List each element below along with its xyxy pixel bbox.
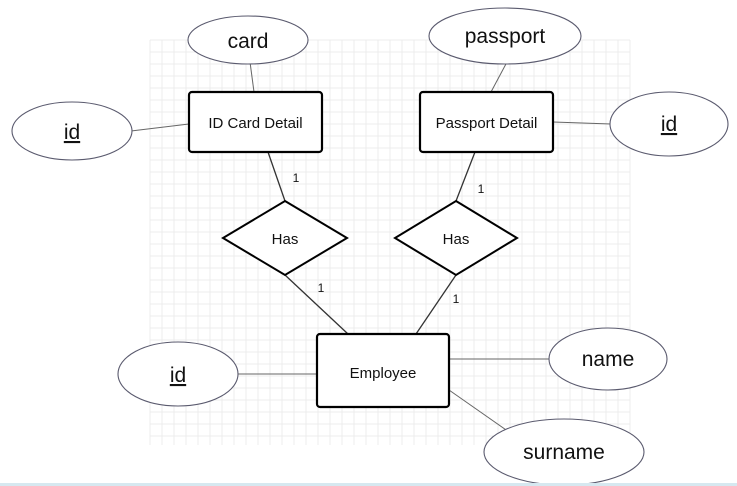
edge-has-to-employee-right xyxy=(415,274,457,335)
attribute-name[interactable] xyxy=(548,327,668,391)
attribute-idcard-id-label: id xyxy=(64,121,80,144)
attribute-card-label: card xyxy=(228,30,269,53)
attribute-employee-id[interactable] xyxy=(117,341,239,407)
entity-passport-detail[interactable] xyxy=(418,90,555,154)
attribute-passport-id-label: id xyxy=(661,113,677,136)
relationship-has-passport-label: Has xyxy=(443,231,470,248)
attribute-idcard-id[interactable] xyxy=(11,101,133,161)
cardinality-has-employee-right: 1 xyxy=(453,292,460,306)
bottom-border-strip xyxy=(0,483,737,486)
cardinality-idcard-has: 1 xyxy=(293,171,300,185)
attribute-employee-id-label: id xyxy=(170,364,186,387)
edge-card-to-idcard xyxy=(249,61,255,93)
edge-passport-to-passportdetail xyxy=(490,61,508,93)
attribute-passport-label: passport xyxy=(465,25,546,48)
attribute-card[interactable] xyxy=(187,15,309,65)
entity-id-card-detail[interactable] xyxy=(187,90,324,154)
attribute-passport-id[interactable] xyxy=(609,91,729,157)
entity-id-card-detail-label: ID Card Detail xyxy=(208,115,302,132)
entity-passport-detail-label: Passport Detail xyxy=(436,115,538,132)
attribute-name-label: name xyxy=(582,348,635,371)
edge-passport-to-has xyxy=(455,151,476,202)
attribute-passport[interactable] xyxy=(428,7,582,65)
edge-idcard-to-has xyxy=(267,151,286,202)
relationship-has-id-card[interactable] xyxy=(221,199,349,277)
relationship-has-id-card-label: Has xyxy=(272,231,299,248)
entity-employee-label: Employee xyxy=(350,365,417,382)
cardinality-passport-has: 1 xyxy=(478,182,485,196)
edge-surname-to-employee xyxy=(448,389,510,433)
edge-passport-id-to-passportdetail xyxy=(552,121,612,125)
attribute-surname-label: surname xyxy=(523,441,605,464)
edge-idcard-id-to-idcard xyxy=(130,123,190,132)
entity-employee[interactable] xyxy=(315,332,451,409)
edge-has-to-employee-left xyxy=(284,274,349,335)
cardinality-has-employee-left: 1 xyxy=(318,281,325,295)
relationship-has-passport[interactable] xyxy=(393,199,519,277)
